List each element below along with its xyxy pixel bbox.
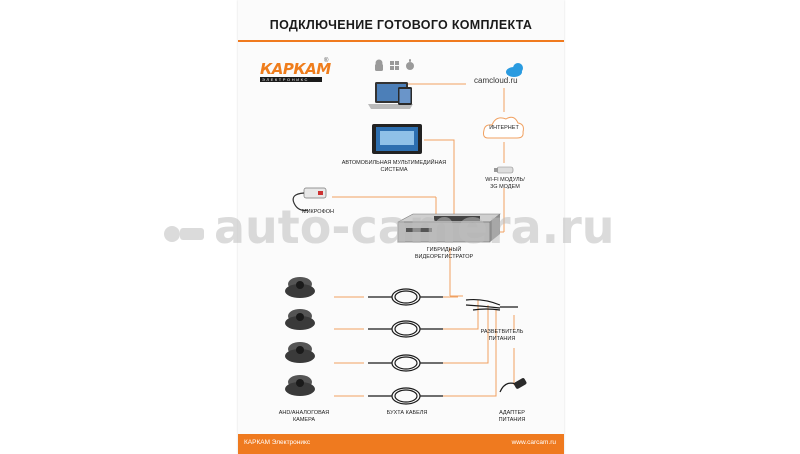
cloud-service-name: camcloud.ru (474, 76, 518, 85)
car-media-label: АВТОМОБИЛЬНАЯ МУЛЬТИМЕДИЙНАЯ СИСТЕМА (341, 160, 447, 173)
cable-coil-icon (368, 387, 443, 405)
cable-coil-icon (368, 288, 443, 306)
microphone-label: МИКРОФОН (302, 209, 334, 215)
camcloud-label: camcloud.ru (474, 76, 518, 85)
cable-label: БУХТА КАБЕЛЯ (386, 410, 428, 416)
footer-company: КАРКАМ Электроникс (244, 439, 311, 446)
dome-camera-icon (285, 309, 315, 330)
car-monitor-icon (372, 124, 422, 154)
dvr-label: ГИБРИДНЫЙ ВИДЕОРЕГИСТРАТОР (414, 247, 474, 260)
footer-website[interactable]: www.carcam.ru (511, 439, 556, 446)
power-splitter-icon (465, 298, 518, 311)
internet-label: ИНТЕРНЕТ (489, 125, 519, 131)
android-icon (375, 59, 383, 71)
camera-label: AHD/АНАЛОГОВАЯ КАМЕРА (278, 410, 330, 423)
adapter-label: АДАПТЕР ПИТАНИЯ (498, 410, 526, 423)
page-title: ПОДКЛЮЧЕНИЕ ГОТОВОГО КОМПЛЕКТА (269, 18, 533, 32)
watermark-text: auto-camera.ru (214, 200, 615, 254)
poster-sheet: ПОДКЛЮЧЕНИЕ ГОТОВОГО КОМПЛЕКТА КАРКАМ ® … (238, 0, 564, 454)
wifi-module-label: WI-FI МОДУЛЬ/ 3G МОДЕМ (485, 177, 525, 190)
splitter-label: РАЗВЕТВИТЕЛЬ ПИТАНИЯ (480, 329, 524, 342)
cable-coil-icon (368, 320, 443, 338)
wifi-dongle-icon (494, 166, 514, 174)
microphone-icon (292, 187, 327, 211)
footer-bar: КАРКАМ Электроникс www.carcam.ru (238, 434, 564, 454)
watermark: auto-camera.ru (160, 200, 660, 254)
brand-logo: КАРКАМ ® ЭЛЕКТРОНИКС (260, 58, 331, 82)
power-adapter-icon (499, 378, 527, 393)
internet-cloud (483, 116, 524, 139)
title-divider (238, 40, 564, 42)
cloud-icon (506, 63, 523, 77)
cable-coil-icon (368, 354, 443, 372)
logo-registered: ® (324, 58, 329, 64)
dome-camera-icon (285, 375, 315, 396)
dvr-icon (397, 213, 501, 243)
connection-diagram (285, 59, 527, 405)
windows-icon (390, 61, 399, 70)
watermark-camera-icon (164, 226, 204, 242)
dome-camera-icon (285, 342, 315, 363)
logo-text: КАРКАМ (260, 60, 331, 78)
dome-camera-icon (285, 277, 315, 298)
logo-subtitle: ЭЛЕКТРОНИКС (260, 77, 322, 82)
apple-icon (406, 59, 414, 70)
laptop-icon (368, 82, 413, 109)
